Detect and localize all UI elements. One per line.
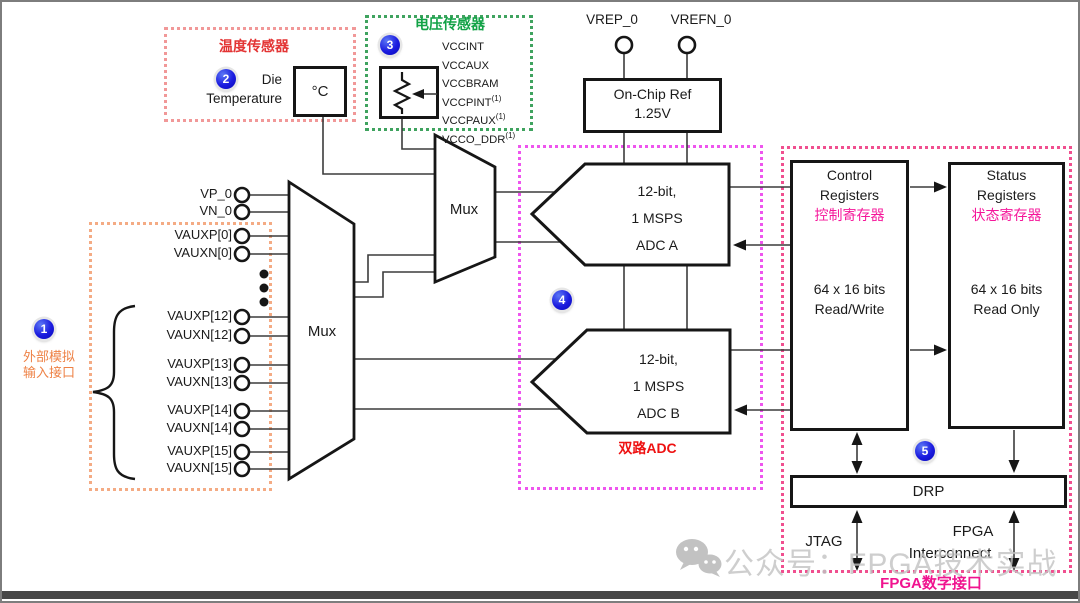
onchip-ref-line2: 1.25V	[634, 105, 671, 121]
rail-vccpaux: VCCPAUX(1)	[442, 112, 506, 128]
rail-vcco-ddr: VCCO_DDR(1)	[442, 130, 516, 146]
status-registers-size: 64 x 16 bits Read Only	[970, 281, 1043, 317]
temp-unit-box	[293, 66, 347, 117]
pin-label-vp0: VP_0	[200, 186, 232, 201]
ellipsis-dots	[259, 269, 269, 307]
temperature-sensor-title: 温度传感器	[219, 38, 289, 54]
pin-label-vauxp12: VAUXP[12]	[167, 308, 232, 323]
bottom-bar	[2, 591, 1078, 599]
rail-vccbram: VCCBRAM	[442, 77, 499, 90]
voltage-sensor-group-box	[365, 15, 533, 131]
pin-label-vauxn0: VAUXN[0]	[173, 245, 232, 260]
resistor-icon	[392, 72, 412, 114]
control-registers-cn: 控制寄存器	[814, 207, 885, 223]
pin-label-vauxp15: VAUXP[15]	[167, 443, 232, 458]
status-registers-cn: 状态寄存器	[971, 207, 1042, 223]
fpga-interconnect-line1: FPGA	[952, 523, 994, 540]
mux2-shape	[433, 132, 497, 285]
temperature-sensor-group-box	[164, 27, 356, 122]
pin-label-vauxp13: VAUXP[13]	[167, 356, 232, 371]
badge-5: 5	[915, 441, 935, 461]
mux1-label: Mux	[307, 323, 337, 340]
rail-vccpint: VCCPINT(1)	[442, 93, 502, 109]
watermark-text: 公众号：FPGA技术实战	[724, 548, 1058, 581]
onchip-ref-box	[583, 78, 722, 133]
rail-vccint: VCCINT	[442, 40, 485, 53]
adc-b-shape	[529, 328, 732, 435]
jtag-label: JTAG	[805, 533, 843, 550]
wechat-icon	[676, 539, 722, 577]
status-registers-label: Status Registers 状态寄存器	[950, 165, 1063, 225]
die-label-line1: Die	[261, 72, 282, 87]
brace-icon	[92, 304, 136, 481]
badge-1: 1	[34, 319, 54, 339]
input-terminals	[233, 35, 697, 478]
badge-2: 2	[216, 69, 236, 89]
mux2-label: Mux	[449, 201, 479, 218]
pin-label-vn0: VN_0	[199, 203, 232, 218]
control-registers-label: Control Registers 控制寄存器	[792, 165, 907, 225]
analog-caption: 外部模拟 输入接口	[22, 349, 75, 381]
voltage-rail-list: VCCINT VCCAUX VCCBRAM VCCPINT(1) VCCPAUX…	[442, 36, 515, 147]
onchip-ref-line1: On-Chip Ref	[613, 86, 692, 102]
badge-3: 3	[380, 35, 400, 55]
pin-label-vauxn12: VAUXN[12]	[166, 327, 232, 342]
control-registers-size: 64 x 16 bits Read/Write	[813, 281, 886, 317]
badge-4: 4	[552, 290, 572, 310]
drp-label: DRP	[912, 483, 945, 500]
dual-adc-group-box	[518, 145, 763, 490]
pin-label-vauxp0: VAUXP[0]	[174, 227, 232, 242]
fpga-interface-caption: FPGA数字接口	[880, 575, 982, 592]
status-registers-box	[948, 162, 1065, 429]
adc-a-shape	[529, 162, 731, 267]
pin-label-vauxn15: VAUXN[15]	[166, 460, 232, 475]
voltage-sensor-title: 电压传感器	[415, 16, 485, 32]
fpga-interconnect-line2: Interconnect	[908, 545, 992, 562]
dual-adc-caption: 双路ADC	[618, 440, 677, 456]
drp-box	[790, 475, 1067, 508]
pin-label-vrefn: VREFN_0	[670, 12, 732, 27]
control-registers-box	[790, 160, 909, 431]
analog-inputs-group-box	[89, 222, 272, 491]
rail-vccaux: VCCAUX	[442, 59, 490, 72]
temp-unit-label: °C	[311, 83, 329, 100]
fpga-digital-interface-group-box	[781, 146, 1072, 573]
pin-label-vrefp: VREP_0	[586, 12, 638, 27]
pin-label-vauxn13: VAUXN[13]	[166, 374, 232, 389]
voltage-sensor-box	[379, 66, 439, 119]
mux1-shape	[287, 179, 356, 482]
die-label-line2: Temperature	[206, 91, 282, 106]
pin-label-vauxn14: VAUXN[14]	[166, 420, 232, 435]
pin-label-vauxp14: VAUXP[14]	[167, 402, 232, 417]
